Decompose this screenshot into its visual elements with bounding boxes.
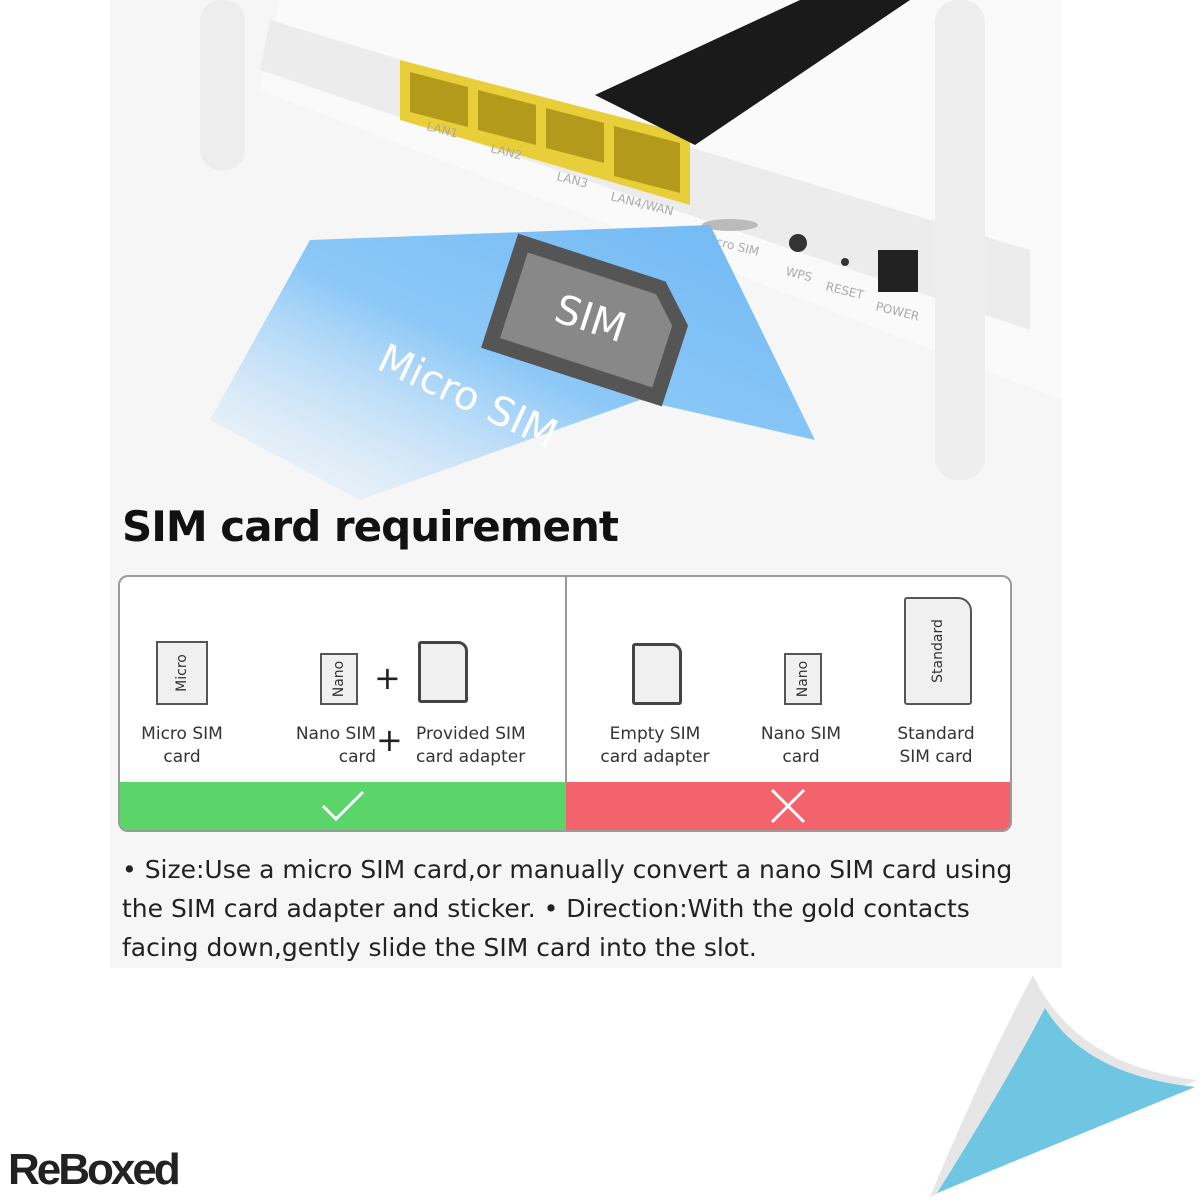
standard-sim-icon: Standard: [904, 597, 972, 705]
wps-label: WPS: [784, 264, 813, 284]
check-icon: [321, 790, 365, 822]
reboxed-logo: ReBoxed: [8, 1145, 181, 1194]
antenna-left: [200, 0, 245, 170]
accepted-band: [120, 782, 566, 830]
x-icon: [770, 788, 806, 824]
section-title: SIM card requirement: [122, 502, 619, 551]
page-curl-icon: [930, 975, 1197, 1197]
empty-adapter-icon: [632, 643, 682, 705]
lan-ports: [400, 60, 690, 205]
instructions-text: • Size:Use a micro SIM card,or manually …: [122, 855, 1013, 962]
wps-button: [789, 234, 807, 252]
power-jack: [878, 250, 918, 292]
adapter-icon: [418, 641, 468, 703]
reset-hole: [841, 258, 849, 266]
sim-slot: [702, 219, 758, 231]
micro-sim-icon: Micro: [156, 641, 208, 705]
divider: [565, 577, 567, 782]
router-illustration: LAN1 LAN2 LAN3 LAN4/WAN Micro SIM WPS RE…: [200, 0, 1062, 500]
ethernet-cable: [595, 0, 910, 145]
plus-icon-2: +: [376, 721, 403, 759]
rejected-band: [566, 782, 1010, 830]
antenna-right: [935, 0, 985, 480]
nano-sim-icon: Nano: [320, 653, 358, 705]
sim-card-graphic: SIM: [481, 233, 689, 407]
plus-icon: +: [374, 659, 401, 697]
nano-sim-icon-rejected: Nano: [784, 653, 822, 705]
